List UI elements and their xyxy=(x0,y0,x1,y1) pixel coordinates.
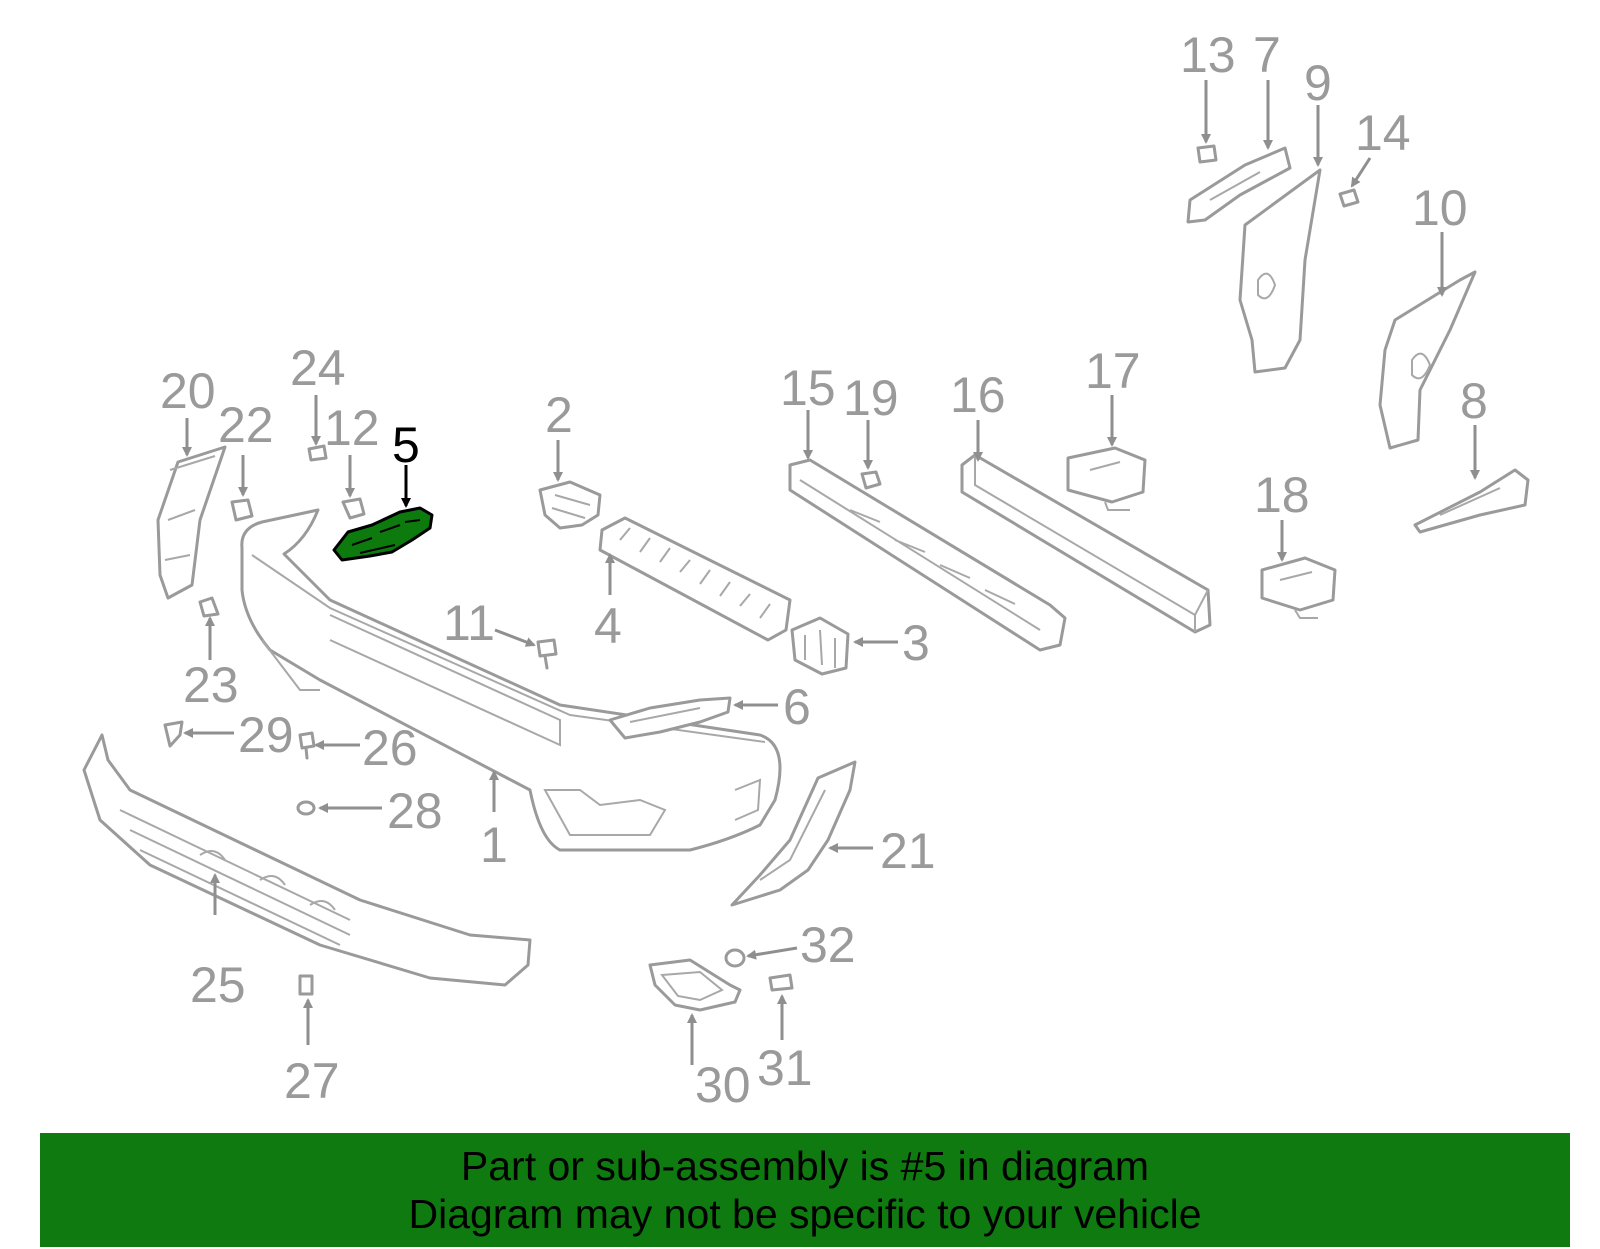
part-6-bracket xyxy=(608,696,732,740)
callout-28: 28 xyxy=(387,783,443,839)
part-14-bolt xyxy=(1338,188,1360,208)
part-5-bracket-highlighted xyxy=(332,506,434,562)
part-20-extension xyxy=(156,445,227,600)
banner-line-1: Part or sub-assembly is #5 in diagram xyxy=(460,1143,1150,1189)
part-21-trim xyxy=(730,760,857,907)
callout-22: 22 xyxy=(218,397,274,453)
part-22-clip xyxy=(230,498,254,522)
callout-3: 3 xyxy=(902,615,930,671)
callout-11: 11 xyxy=(443,595,495,651)
part-8-bracket xyxy=(1413,468,1530,534)
callout-10: 10 xyxy=(1412,180,1468,236)
part-26-bolt xyxy=(298,731,316,760)
callout-14: 14 xyxy=(1355,105,1411,161)
callout-23: 23 xyxy=(183,657,239,713)
callout-31: 31 xyxy=(757,1040,813,1096)
callout-2: 2 xyxy=(545,387,573,443)
part-23-clip xyxy=(198,596,220,618)
callout-12: 12 xyxy=(324,400,380,456)
callout-20: 20 xyxy=(160,363,216,419)
leader-arrows xyxy=(182,80,1480,1065)
part-31-bolt xyxy=(768,973,794,992)
part-19-nut xyxy=(860,470,882,490)
callout-6: 6 xyxy=(783,679,811,735)
callout-16: 16 xyxy=(950,367,1006,423)
callout-21: 21 xyxy=(880,823,936,879)
callout-29: 29 xyxy=(238,707,294,763)
callout-26: 26 xyxy=(362,720,418,776)
part-29-clip xyxy=(163,720,184,748)
info-banner: Part or sub-assembly is #5 in diagram Di… xyxy=(40,1133,1570,1247)
part-30-lamp xyxy=(648,958,742,1012)
callout-27: 27 xyxy=(284,1053,340,1109)
part-27-pin xyxy=(298,974,314,996)
callout-13: 13 xyxy=(1180,27,1236,83)
callout-9: 9 xyxy=(1304,55,1332,111)
part-11-bolt xyxy=(536,638,558,670)
callout-labels: 20 22 23 24 12 5 2 4 3 11 6 1 15 19 16 1… xyxy=(160,27,1488,1113)
part-18-mount xyxy=(1260,556,1337,619)
callout-30: 30 xyxy=(695,1057,751,1113)
callout-5-highlighted: 5 xyxy=(392,417,420,473)
banner-line-2: Diagram may not be specific to your vehi… xyxy=(408,1191,1202,1237)
callout-32: 32 xyxy=(800,917,856,973)
callout-4: 4 xyxy=(594,598,622,654)
callout-19: 19 xyxy=(843,370,899,426)
part-3-bracket xyxy=(790,616,850,676)
part-32-nut xyxy=(724,948,746,968)
callout-15: 15 xyxy=(780,360,836,416)
callout-7: 7 xyxy=(1253,27,1281,83)
part-2-bracket xyxy=(538,480,602,530)
callout-1: 1 xyxy=(480,817,508,873)
callout-18: 18 xyxy=(1254,467,1310,523)
part-4-absorber xyxy=(598,516,792,642)
part-10-side-bracket xyxy=(1378,270,1477,450)
callout-8: 8 xyxy=(1460,373,1488,429)
part-13-bolt xyxy=(1196,144,1218,164)
part-24-clip xyxy=(307,444,328,462)
part-17-mount xyxy=(1066,446,1147,511)
part-28-nut xyxy=(296,800,316,816)
callout-25: 25 xyxy=(190,957,246,1013)
part-9-side-bracket xyxy=(1238,168,1322,374)
callout-24: 24 xyxy=(290,340,346,396)
part-7-bracket xyxy=(1186,146,1292,224)
part-12-clip xyxy=(341,497,366,520)
part-25-lower-valance xyxy=(82,733,532,987)
part-15-reinforcement xyxy=(788,458,1067,652)
callout-17: 17 xyxy=(1085,343,1141,399)
